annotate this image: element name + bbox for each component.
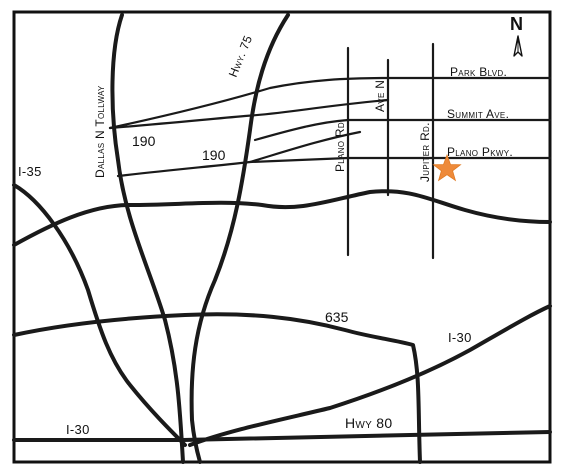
hwy-190-lower-label: 190 xyxy=(202,147,226,163)
i35-road xyxy=(12,183,187,447)
star-icon xyxy=(432,153,462,182)
east-west-arterial-road xyxy=(12,189,552,247)
i30-west-road xyxy=(12,430,552,442)
i635-label: 635 xyxy=(325,309,349,325)
i35-label: I-35 xyxy=(18,164,42,179)
hwy-190-connector-road xyxy=(248,130,362,164)
park-blvd-label: Park Blvd. xyxy=(450,65,507,79)
hwy-190-upper-road xyxy=(108,98,390,130)
north-label: N xyxy=(510,14,523,34)
hwy80-label: Hwy 80 xyxy=(345,415,392,431)
map-border xyxy=(12,10,552,464)
plano-pkwy-label: Plano Pkwy. xyxy=(447,145,513,159)
i30-east-road xyxy=(188,304,552,447)
north-arrow-icon xyxy=(513,35,523,57)
dallas-tollway-label: Dallas N Tollway xyxy=(93,85,107,178)
location-star-marker xyxy=(432,153,462,182)
plano-rd-label: Plano Rd. xyxy=(333,118,347,172)
i30-east-label: I-30 xyxy=(448,330,472,345)
dallas-tollway-road xyxy=(110,13,185,464)
summit-ave-road xyxy=(253,118,552,142)
park-blvd-road xyxy=(108,76,552,130)
jupiter-rd-label: Jupiter Rd. xyxy=(418,122,432,182)
i635-road xyxy=(12,312,422,464)
north-arrow: N xyxy=(510,14,523,57)
ave-n-label: Ave N xyxy=(373,80,387,112)
hwy-190-upper-label: 190 xyxy=(132,133,156,149)
summit-ave-label: Summit Ave. xyxy=(447,107,509,121)
hwy-75-road xyxy=(189,13,290,464)
i30-west-label: I-30 xyxy=(66,422,90,437)
